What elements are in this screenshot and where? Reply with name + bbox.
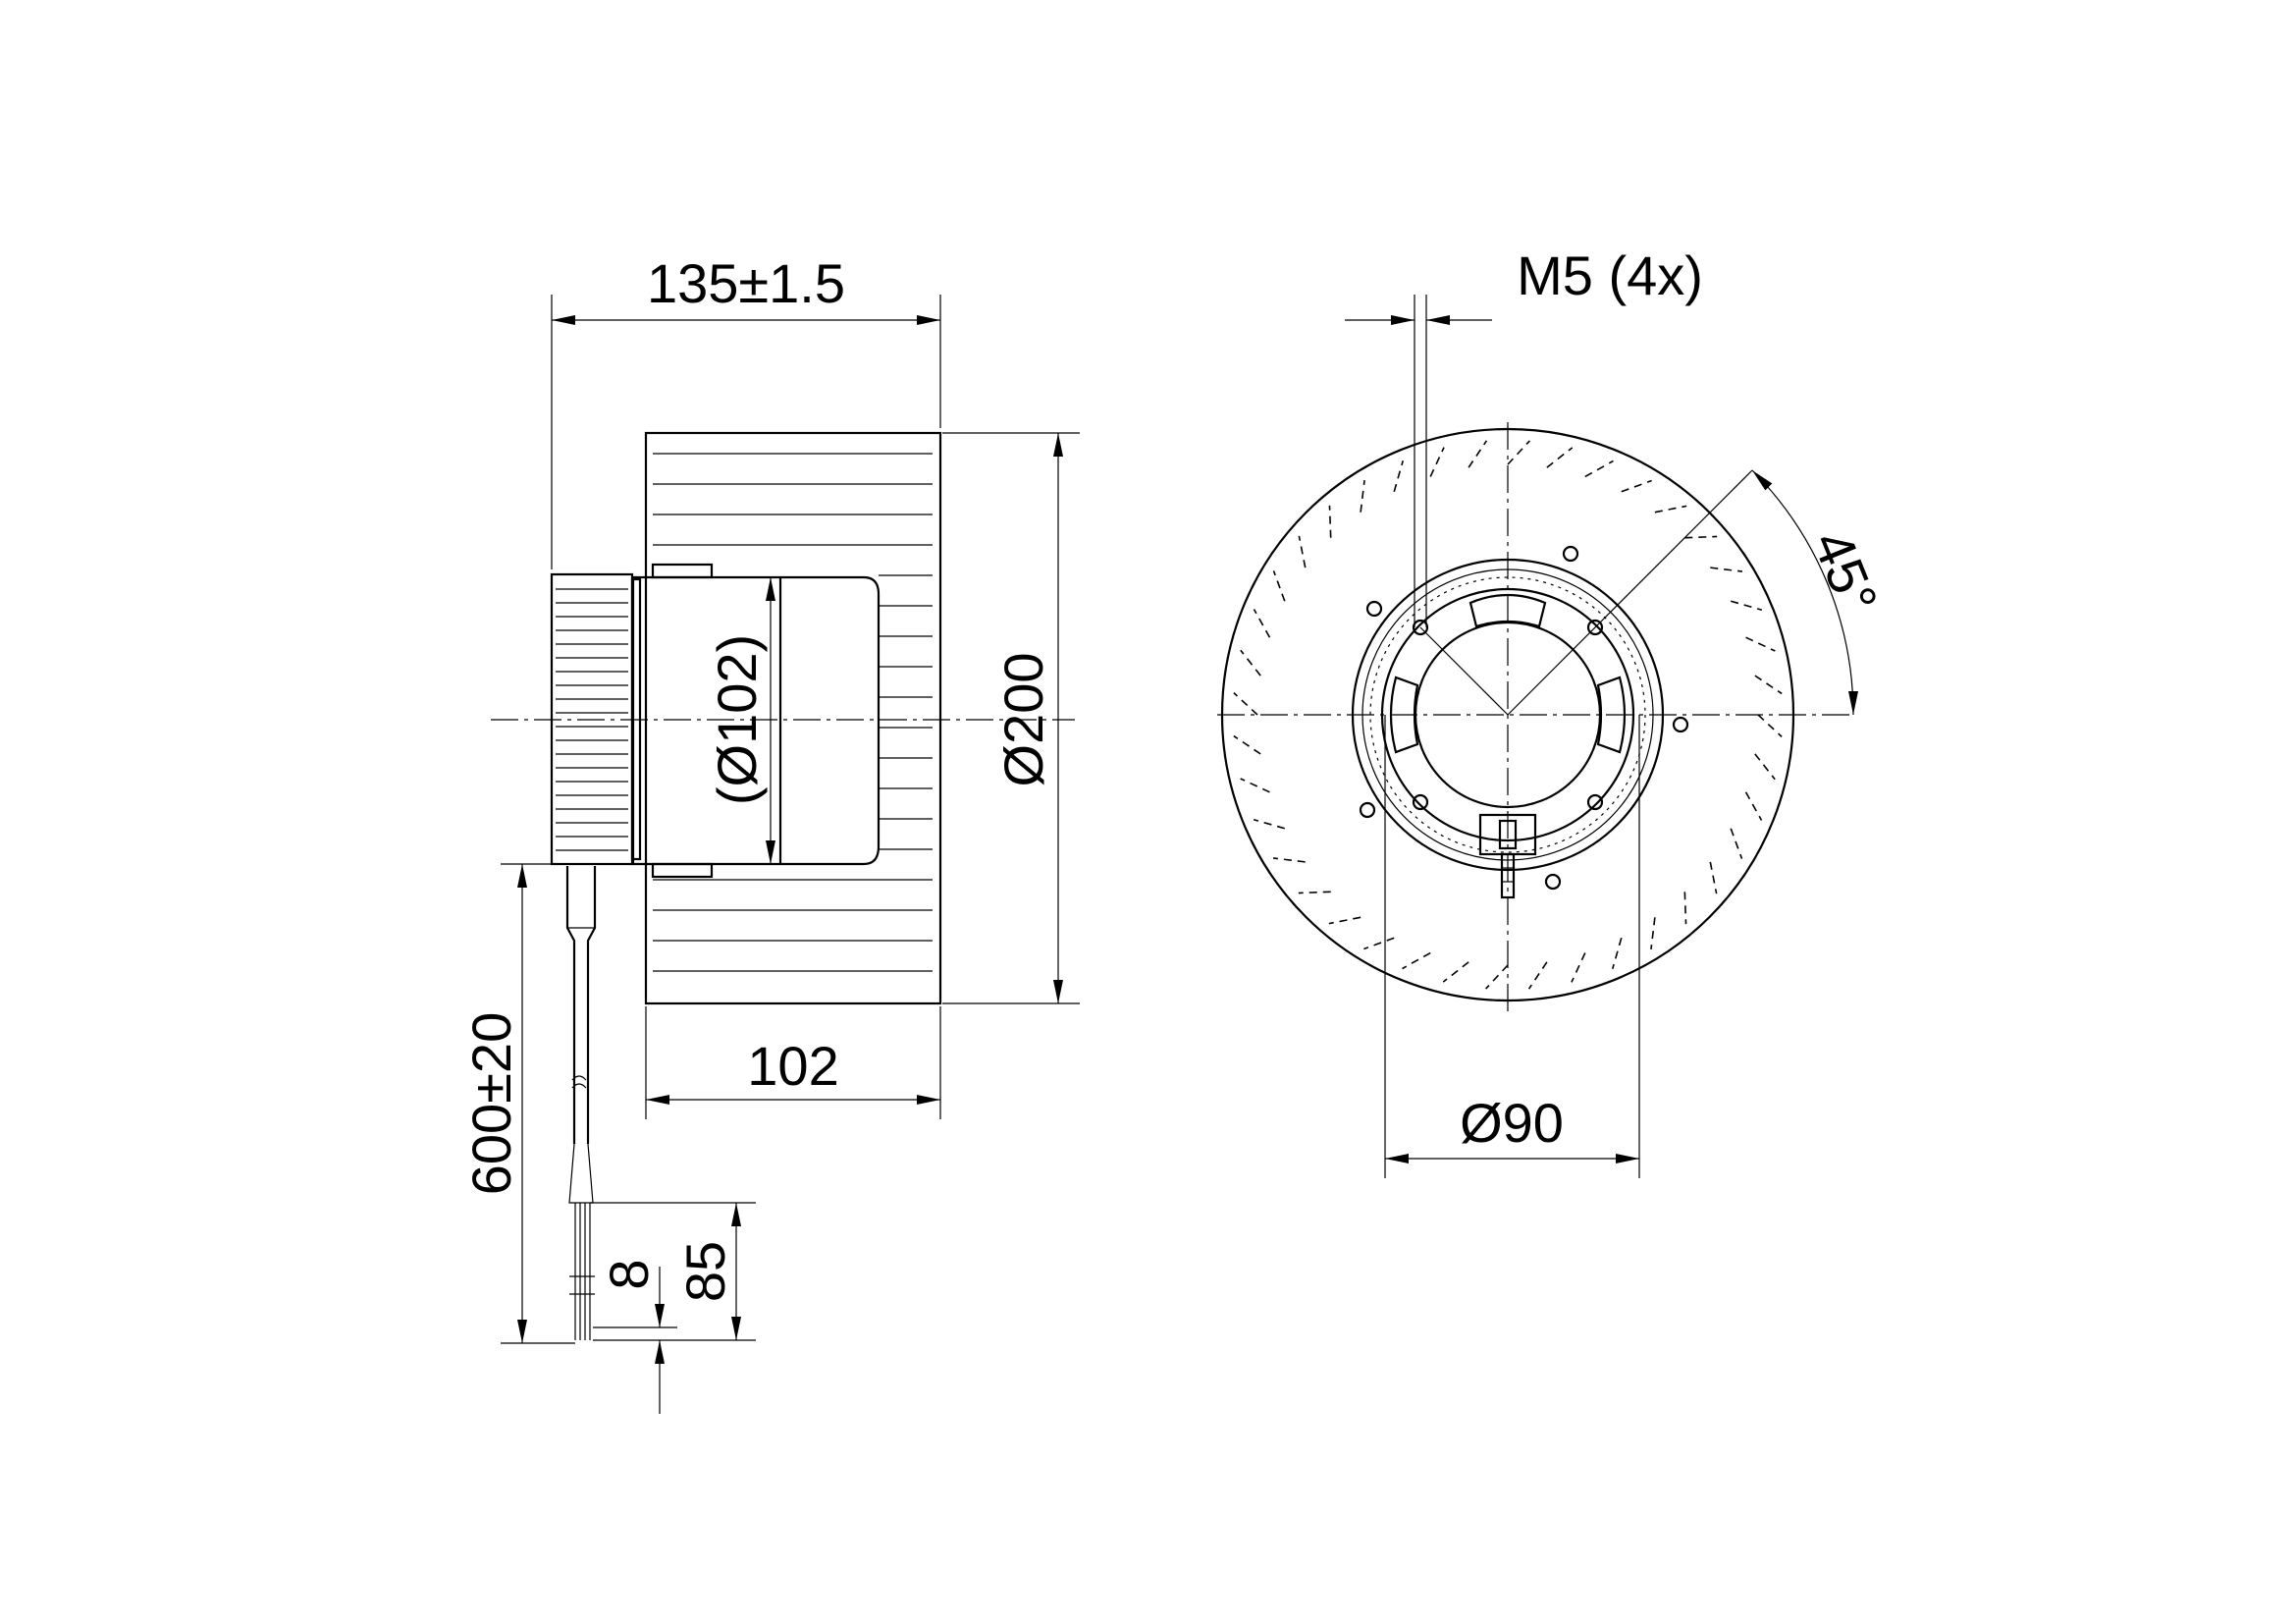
rotor-fins: [556, 588, 628, 851]
front-view: M5 (4x) 45° Ø90: [1217, 244, 1890, 1178]
strip-dimension: 85: [674, 1241, 736, 1302]
angle-construction-line: [1507, 469, 1753, 716]
depth-dimension: 102: [747, 1035, 838, 1097]
impeller-body: [644, 431, 942, 1005]
hub-slot-top: [1468, 593, 1547, 628]
width-dimension: 135±1.5: [647, 252, 845, 314]
wire-dimension: 8: [598, 1259, 660, 1289]
hub-slot-right: [1596, 676, 1627, 754]
thread-dimension: M5 (4x): [1517, 244, 1703, 306]
wires: [568, 1143, 595, 1340]
angle-dimension: 45°: [1801, 522, 1890, 622]
impeller-outer-circle: [1220, 427, 1795, 1002]
cable: [565, 866, 576, 1144]
diameter-dimension: Ø200: [992, 653, 1054, 787]
bolt-circle-dimension: Ø90: [1460, 1092, 1564, 1154]
motor-hub: [631, 575, 881, 866]
hub-ring-outer: [1351, 558, 1665, 872]
m5-holes: [1412, 619, 1604, 811]
angle-dimension-arc: [1751, 469, 1859, 716]
hub-slot-left: [1389, 676, 1419, 754]
impeller-blades: [653, 453, 933, 972]
hub-dimension: (Ø102): [706, 634, 768, 805]
mounting-circles: [1359, 545, 1689, 891]
cable-dimension: 600±20: [460, 1012, 522, 1195]
side-view: 135±1.5 Ø200 (Ø102) 102 600±20 85 8: [460, 252, 1080, 1414]
